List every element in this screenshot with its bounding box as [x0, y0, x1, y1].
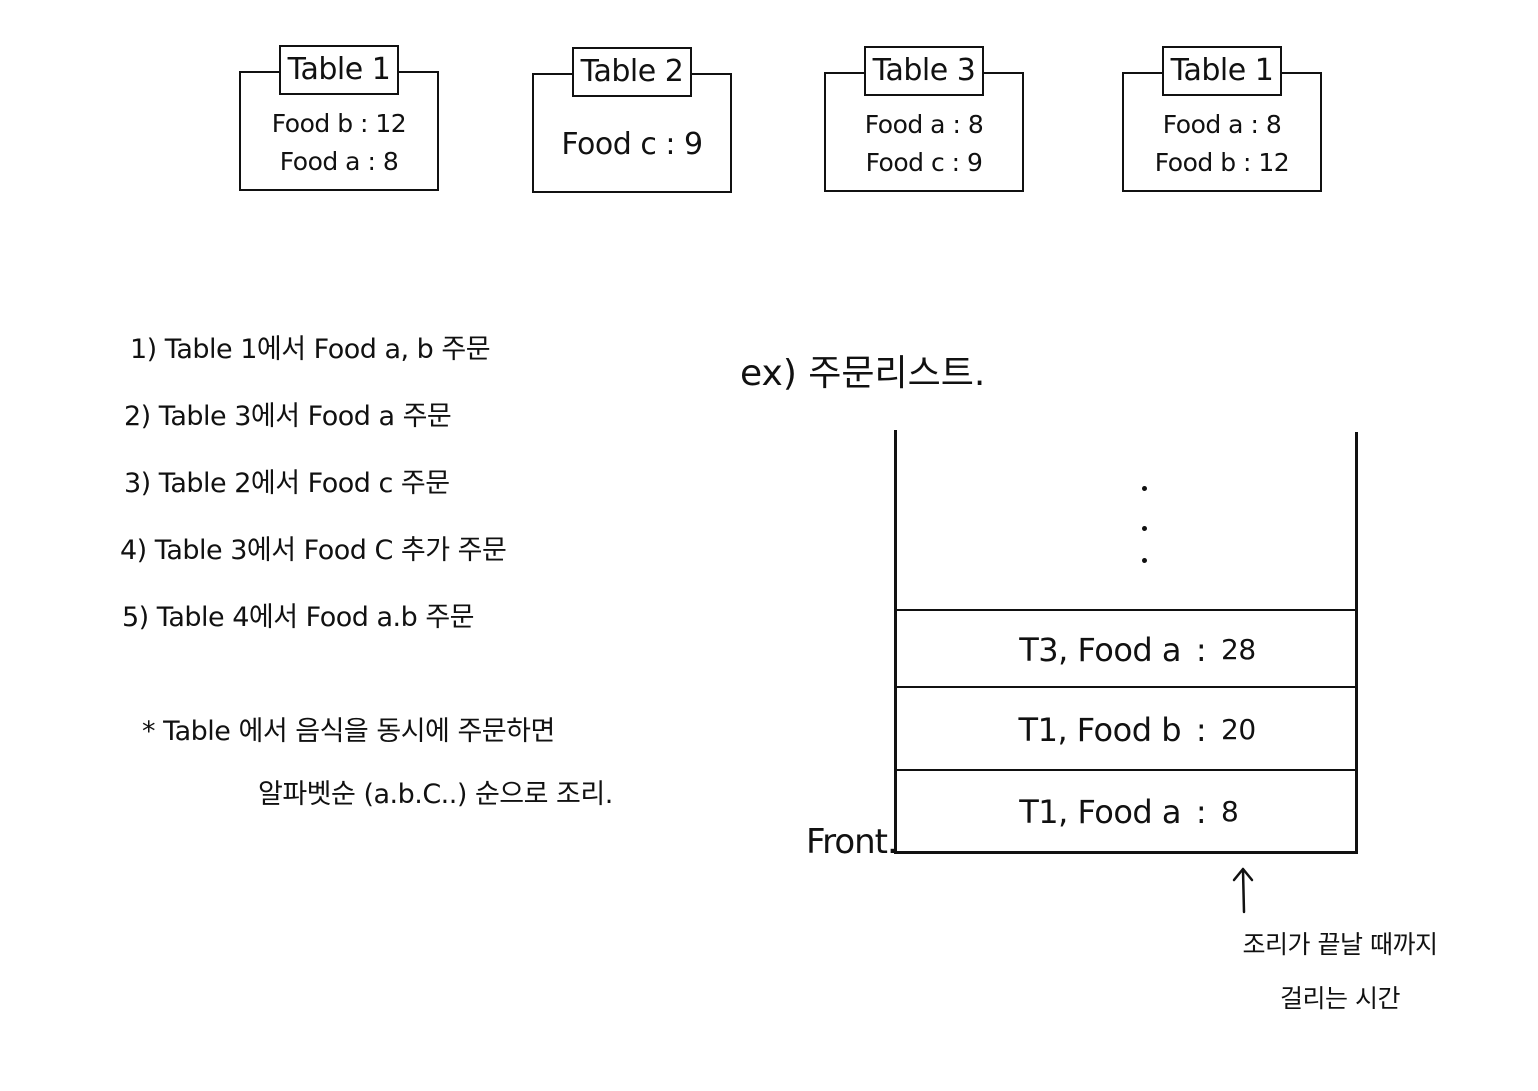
queue-row-label: T1, Food b [1018, 710, 1182, 749]
order-line: Food c : 9 [865, 148, 983, 177]
note-line-2: 알파벳순 (a.b.C..) 순으로 조리. [258, 779, 613, 810]
queue-row: T1, Food a : 8 [895, 769, 1357, 852]
ellipsis-dot [1142, 486, 1147, 491]
table-card-3: Table 3 Food a : 8 Food c : 9 [824, 46, 1024, 192]
up-arrow-icon [1232, 867, 1254, 914]
table-orders: Food a : 8 Food c : 9 [826, 104, 1022, 184]
queue-left-wall [894, 430, 897, 854]
step-item: 1) Table 1에서 Food a, b 주문 [130, 334, 491, 365]
queue-right-wall [1355, 432, 1358, 854]
table-orders: Food a : 8 Food b : 12 [1124, 104, 1320, 184]
ellipsis-dot [1142, 526, 1147, 531]
table-title: Table 1 [1162, 46, 1282, 96]
ellipsis-dot [1142, 558, 1147, 563]
step-item: 3) Table 2에서 Food c 주문 [124, 468, 450, 499]
example-title: ex) 주문리스트. [740, 353, 986, 394]
order-line: Food b : 12 [1154, 148, 1290, 177]
queue-row: T1, Food b : 20 [895, 686, 1357, 771]
order-line: Food a : 8 [279, 147, 399, 176]
queue-row-separator: : [1195, 630, 1207, 669]
front-label: Front. [806, 822, 898, 862]
queue-row-time: 20 [1221, 713, 1256, 746]
table-orders: Food b : 12 Food a : 8 [241, 103, 437, 183]
step-item: 5) Table 4에서 Food a.b 주문 [122, 602, 475, 633]
table-title: Table 3 [864, 46, 984, 96]
order-steps-list: 1) Table 1에서 Food a, b 주문 2) Table 3에서 F… [118, 330, 507, 665]
queue-row-label: T1, Food a [1019, 792, 1181, 831]
ellipsis-dots [1130, 470, 1160, 580]
table-card-4: Table 1 Food a : 8 Food b : 12 [1122, 46, 1322, 192]
queue-row: T3, Food a : 28 [895, 609, 1357, 688]
queue-row-time: 8 [1221, 795, 1239, 828]
note-line-1: * Table 에서 음식을 동시에 주문하면 [142, 716, 555, 747]
queue-row-separator: : [1195, 792, 1207, 831]
order-line: Food a : 8 [864, 110, 984, 139]
order-line: Food b : 12 [271, 109, 407, 138]
queue-row-separator: : [1195, 710, 1207, 749]
step-item: 2) Table 3에서 Food a 주문 [124, 401, 452, 432]
table-card-1: Table 1 Food b : 12 Food a : 8 [239, 45, 439, 191]
step-item: 4) Table 3에서 Food C 추가 주문 [120, 535, 507, 566]
table-card-2: Table 2 Food c : 9 [532, 47, 732, 193]
arrow-note-line-2: 걸리는 시간 [1280, 984, 1400, 1013]
queue-bottom-line [895, 851, 1358, 854]
order-line: Food c : 9 [561, 127, 703, 162]
table-orders: Food c : 9 [534, 105, 730, 185]
arrow-note: 조리가 끝날 때까지 걸리는 시간 [1230, 918, 1450, 1026]
queue-row-time: 28 [1221, 633, 1256, 666]
queue-row-label: T3, Food a [1019, 630, 1181, 669]
table-title: Table 2 [572, 47, 692, 97]
arrow-note-line-1: 조리가 끝날 때까지 [1242, 930, 1438, 959]
table-title: Table 1 [279, 45, 399, 95]
order-line: Food a : 8 [1162, 110, 1282, 139]
